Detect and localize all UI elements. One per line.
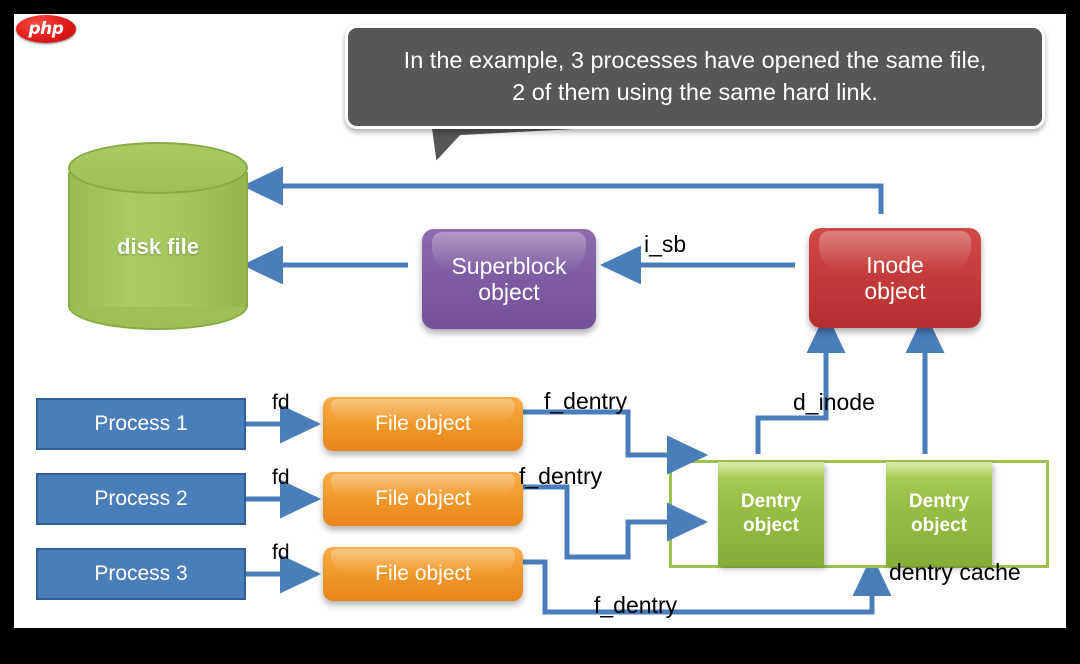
fd-label-2: fd [272, 466, 290, 489]
dentry-object-1[interactable]: Dentry object [718, 462, 824, 566]
php-logo-badge: php [16, 15, 76, 43]
callout-body: In the example, 3 processes have opened … [345, 25, 1045, 129]
superblock-label-line1: Superblock [451, 252, 567, 279]
superblock-object-node[interactable]: Superblock object [422, 229, 596, 329]
fd-label-1: fd [272, 391, 290, 414]
file-object-3[interactable]: File object [323, 547, 523, 601]
superblock-label: Superblock object [445, 253, 572, 306]
d-inode-label: d_inode [793, 389, 875, 415]
dentry-object-2-label: Dentry object [909, 490, 969, 538]
inode-label-line2: object [864, 278, 926, 304]
callout-line-2: 2 of them using the same hard link. [512, 79, 878, 105]
wire-file1-f_dentry [523, 409, 708, 475]
diagram-canvas: php In the example, 3 processes have ope… [14, 14, 1066, 628]
process-2-label: Process 2 [94, 487, 188, 510]
dentry-1-line2: object [743, 515, 799, 536]
process-2-box[interactable]: Process 2 [36, 473, 246, 525]
file-object-2-label: File object [375, 487, 471, 510]
wire-dentry1-to-inode [755, 312, 846, 454]
dentry-object-1-label: Dentry object [741, 490, 801, 538]
file-object-1-label: File object [375, 412, 471, 435]
file-object-3-label: File object [375, 562, 471, 585]
dentry-object-2[interactable]: Dentry object [886, 462, 992, 566]
process-1-box[interactable]: Process 1 [36, 398, 246, 450]
callout-line-1: In the example, 3 processes have opened … [403, 47, 987, 74]
dentry-1-line1: Dentry [740, 491, 802, 513]
dentry-2-line1: Dentry [908, 491, 970, 513]
f-dentry-label-2: f_dentry [519, 463, 603, 489]
file-object-1[interactable]: File object [323, 397, 523, 451]
disk-file-cylinder: disk file [68, 142, 248, 334]
callout-tail-icon [427, 119, 727, 167]
superblock-label-line2: object [478, 279, 540, 305]
inode-label-line1: Inode [866, 251, 924, 278]
dentry-cache-label: dentry cache [889, 559, 1021, 585]
f-dentry-label-1: f_dentry [544, 388, 628, 414]
process-1-label: Process 1 [94, 412, 188, 435]
callout-bubble: In the example, 3 processes have opened … [345, 25, 1045, 167]
i-sb-label: i_sb [644, 231, 687, 257]
dentry-2-line2: object [911, 515, 967, 536]
callout-text: In the example, 3 processes have opened … [378, 45, 1013, 108]
php-logo-ellipse [16, 15, 76, 43]
cylinder-top [68, 142, 248, 194]
cylinder-side [68, 172, 248, 307]
disk-file-label: disk file [117, 234, 199, 259]
process-3-label: Process 3 [94, 562, 188, 585]
file-object-2[interactable]: File object [323, 472, 523, 526]
php-logo-text: php [28, 19, 64, 39]
wire-inode-to-disk [242, 166, 884, 214]
process-3-box[interactable]: Process 3 [36, 548, 246, 600]
f-dentry-label-3: f_dentry [594, 592, 678, 618]
inode-object-node[interactable]: Inode object [809, 228, 981, 328]
inode-label: Inode object [858, 252, 931, 305]
fd-label-3: fd [272, 541, 290, 564]
